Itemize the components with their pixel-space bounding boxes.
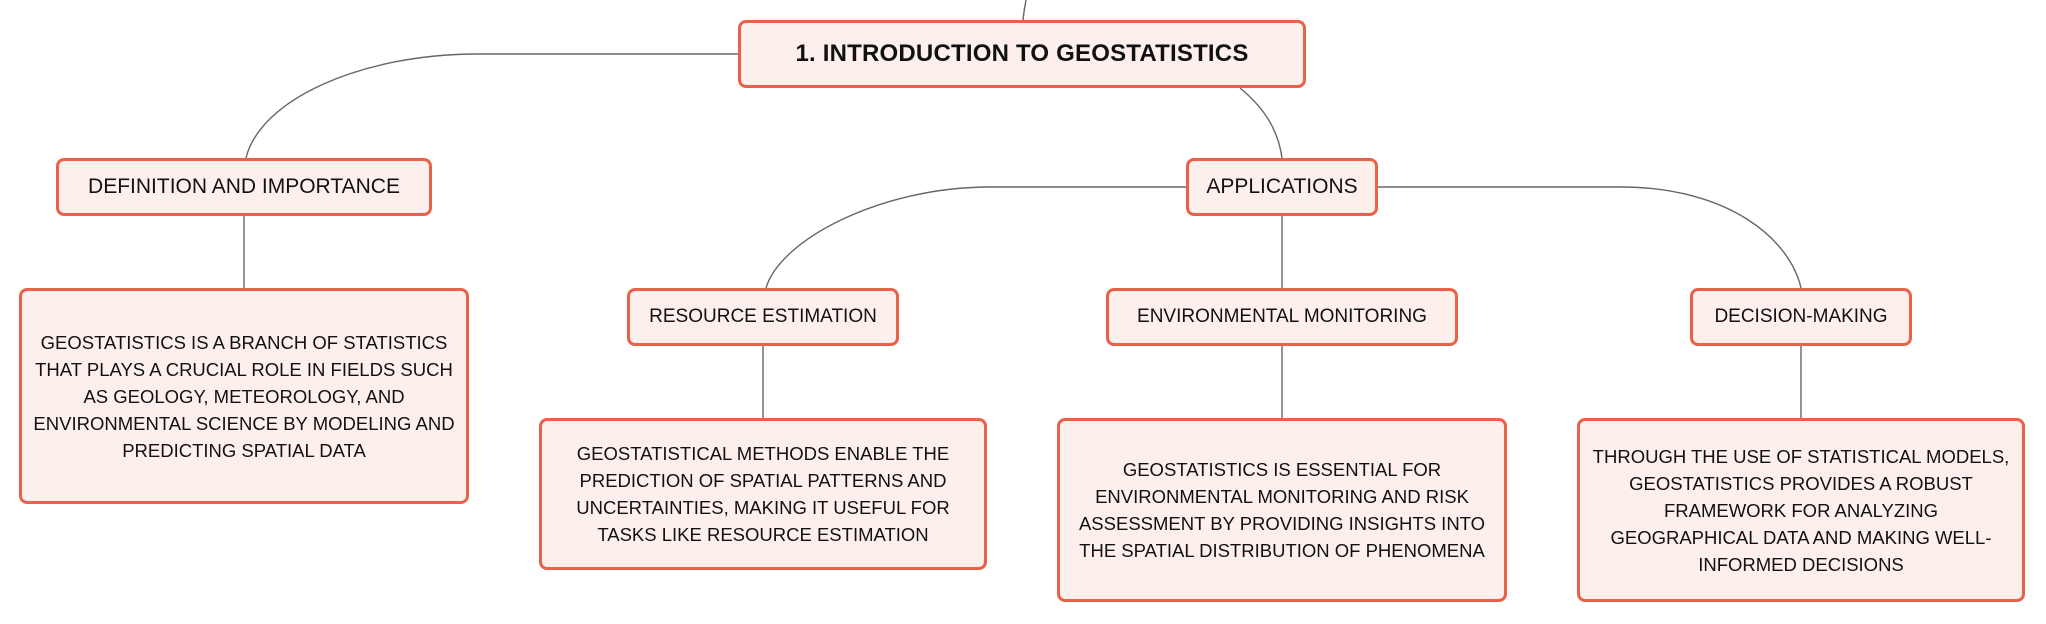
root-topic-label: 1. INTRODUCTION TO GEOSTATISTICS <box>795 40 1249 67</box>
connector-applications-resource <box>765 186 1186 289</box>
applications-label: APPLICATIONS <box>1206 175 1358 198</box>
connector-root-parent <box>1022 0 1027 21</box>
definition-description-text: GEOSTATISTICS IS A BRANCH OF STATISTICS … <box>33 331 455 461</box>
decision-making-node[interactable]: DECISION-MAKING <box>1690 288 1912 346</box>
connector-applications-decision <box>1378 186 1802 289</box>
connector-root-definition <box>245 53 738 159</box>
connector-root-applications <box>1239 87 1283 159</box>
decision-making-label: DECISION-MAKING <box>1714 306 1888 327</box>
resource-estimation-node[interactable]: RESOURCE ESTIMATION <box>627 288 899 346</box>
resource-estimation-label: RESOURCE ESTIMATION <box>649 306 877 327</box>
resource-estimation-description-text: GEOSTATISTICAL METHODS ENABLE THE PREDIC… <box>576 443 950 545</box>
decision-making-description-text: THROUGH THE USE OF STATISTICAL MODELS, G… <box>1592 445 2010 575</box>
environmental-monitoring-description-node[interactable]: GEOSTATISTICS IS ESSENTIAL FOR ENVIRONME… <box>1057 418 1507 602</box>
definition-node[interactable]: DEFINITION AND IMPORTANCE <box>56 158 432 216</box>
definition-label: DEFINITION AND IMPORTANCE <box>88 175 400 198</box>
environmental-monitoring-label: ENVIRONMENTAL MONITORING <box>1137 306 1427 327</box>
root-topic-node[interactable]: 1. INTRODUCTION TO GEOSTATISTICS <box>738 20 1306 88</box>
decision-making-description-node[interactable]: THROUGH THE USE OF STATISTICAL MODELS, G… <box>1577 418 2025 602</box>
resource-estimation-description-node[interactable]: GEOSTATISTICAL METHODS ENABLE THE PREDIC… <box>539 418 987 570</box>
definition-description-node[interactable]: GEOSTATISTICS IS A BRANCH OF STATISTICS … <box>19 288 469 504</box>
applications-node[interactable]: APPLICATIONS <box>1186 158 1378 216</box>
environmental-monitoring-description-text: GEOSTATISTICS IS ESSENTIAL FOR ENVIRONME… <box>1078 459 1486 561</box>
environmental-monitoring-node[interactable]: ENVIRONMENTAL MONITORING <box>1106 288 1458 346</box>
